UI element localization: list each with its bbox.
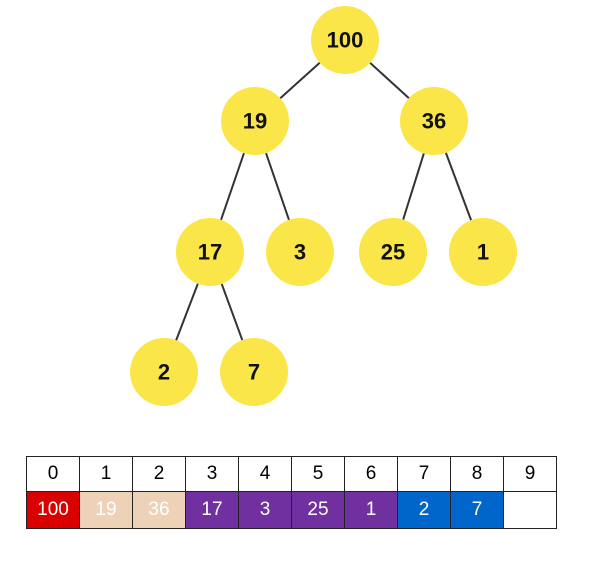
array-value-cell xyxy=(503,491,557,529)
tree-node-circle xyxy=(130,338,198,406)
array-value-cell: 25 xyxy=(291,491,345,529)
tree-node-circle xyxy=(176,218,244,286)
tree-node-label: 100 xyxy=(327,28,364,53)
tree-edge xyxy=(220,152,245,221)
heap-array-table: 0 1 2 3 4 5 6 7 8 9 100 19 36 17 3 25 1 … xyxy=(26,456,557,529)
tree-node-circle xyxy=(311,6,379,74)
tree-node: 17 xyxy=(176,218,244,286)
array-index-cell: 1 xyxy=(79,456,133,492)
tree-node: 2 xyxy=(130,338,198,406)
tree-node: 100 xyxy=(311,6,379,74)
array-value-cell: 3 xyxy=(238,491,292,529)
tree-node-circle xyxy=(266,218,334,286)
tree-edge xyxy=(444,152,473,221)
array-index-cell: 8 xyxy=(450,456,504,492)
tree-node-circle xyxy=(359,218,427,286)
tree-node: 1 xyxy=(449,218,517,286)
array-index-cell: 2 xyxy=(132,456,186,492)
array-value-cell: 2 xyxy=(397,491,451,529)
array-value-cell: 1 xyxy=(344,491,398,529)
tree-edge xyxy=(175,283,199,341)
tree-edge xyxy=(402,153,425,220)
array-index-cell: 7 xyxy=(397,456,451,492)
tree-node: 36 xyxy=(400,87,468,155)
tree-node-circle xyxy=(220,338,288,406)
array-index-cell: 3 xyxy=(185,456,239,492)
tree-edge xyxy=(279,62,321,99)
tree-edge xyxy=(369,62,410,99)
tree-node: 7 xyxy=(220,338,288,406)
tree-node: 19 xyxy=(221,87,289,155)
tree-node-label: 2 xyxy=(158,360,170,385)
tree-node-label: 36 xyxy=(422,109,446,134)
array-index-cell: 5 xyxy=(291,456,345,492)
array-index-cell: 9 xyxy=(503,456,557,492)
tree-node: 25 xyxy=(359,218,427,286)
array-value-cell: 100 xyxy=(26,491,80,529)
array-value-cell: 19 xyxy=(79,491,133,529)
tree-edges xyxy=(175,62,473,341)
array-index-cell: 6 xyxy=(344,456,398,492)
tree-node-label: 3 xyxy=(294,240,306,265)
tree-node-label: 1 xyxy=(477,240,489,265)
tree-edge xyxy=(265,152,290,221)
tree-node-circle xyxy=(400,87,468,155)
tree-node-label: 25 xyxy=(381,240,405,265)
array-value-cell: 36 xyxy=(132,491,186,529)
heap-tree: 100 19 36 17 3 25 1 2 7 xyxy=(130,6,517,406)
tree-node: 3 xyxy=(266,218,334,286)
array-index-row: 0 1 2 3 4 5 6 7 8 9 xyxy=(26,456,557,492)
array-index-cell: 0 xyxy=(26,456,80,492)
tree-node-circle xyxy=(221,87,289,155)
tree-node-label: 17 xyxy=(198,240,222,265)
tree-edge xyxy=(220,283,244,341)
array-value-cell: 17 xyxy=(185,491,239,529)
tree-nodes: 100 19 36 17 3 25 1 2 7 xyxy=(130,6,517,406)
array-value-row: 100 19 36 17 3 25 1 2 7 xyxy=(26,491,557,529)
array-value-cell: 7 xyxy=(450,491,504,529)
array-index-cell: 4 xyxy=(238,456,292,492)
tree-node-label: 19 xyxy=(243,109,267,134)
tree-node-label: 7 xyxy=(248,360,260,385)
tree-node-circle xyxy=(449,218,517,286)
